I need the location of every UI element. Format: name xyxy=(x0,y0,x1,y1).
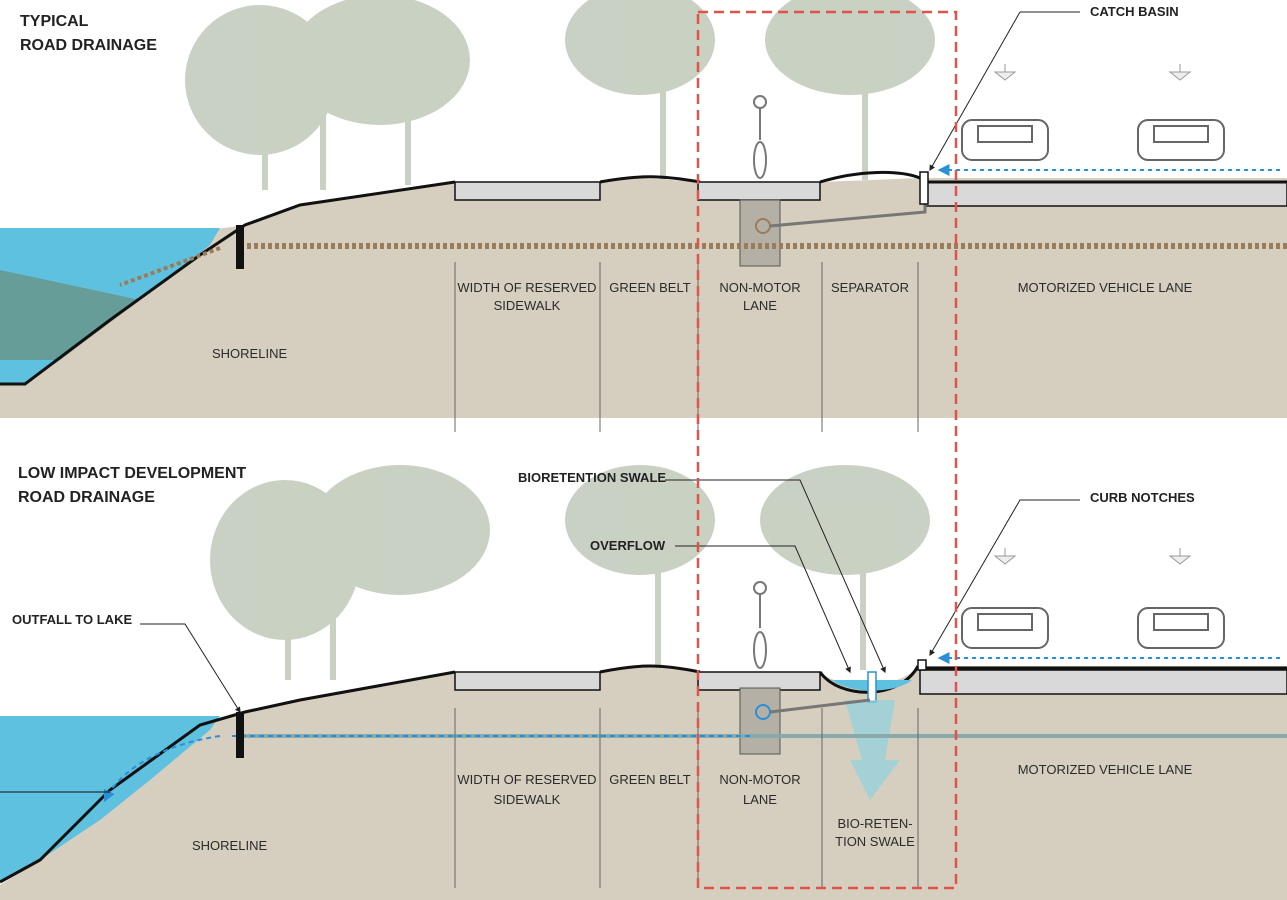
background-trees xyxy=(210,465,930,680)
svg-text:TYPICAL: TYPICAL xyxy=(20,13,89,30)
car-icon xyxy=(961,607,1225,649)
bioretention-swale-callout: BIORETENTION SWALE xyxy=(518,470,666,485)
background-trees xyxy=(185,0,935,190)
motor-lane-label: MOTORIZED VEHICLE LANE xyxy=(1018,762,1193,777)
sidewalk-label-line2: SIDEWALK xyxy=(494,298,561,313)
svg-text:ROAD DRAINAGE: ROAD DRAINAGE xyxy=(20,37,157,54)
svg-text:WIDTH OF RESERVED: WIDTH OF RESERVED xyxy=(457,772,596,787)
typical-title-line1: TYPICAL xyxy=(20,13,89,30)
non-motor-label-line2: LANE xyxy=(743,792,777,807)
sidewalk-label-line1: WIDTH OF RESERVED xyxy=(457,280,596,295)
highlight-box xyxy=(696,10,958,890)
ground-fill xyxy=(0,666,1287,900)
green-belt-label: GREEN BELT xyxy=(609,772,690,787)
ground-fill xyxy=(0,178,1287,418)
non-motor-label-line1: NON-MOTOR xyxy=(719,280,800,295)
non-motor-label-line1: NON-MOTOR xyxy=(719,772,800,787)
bio-swale-label-line1: BIO-RETEN- xyxy=(837,816,912,831)
green-belt-label: GREEN BELT xyxy=(609,280,690,295)
curb-notches-callout: CURB NOTCHES xyxy=(1090,490,1195,505)
cyclist-icon xyxy=(753,581,767,669)
svg-text:LANE: LANE xyxy=(743,298,777,313)
sidewalk-label-line1: WIDTH OF RESERVED xyxy=(457,772,596,787)
shoreline-label: SHORELINE xyxy=(212,346,287,361)
car-icon xyxy=(961,119,1225,161)
svg-text:BIO-RETEN-: BIO-RETEN- xyxy=(837,816,912,831)
separator-label: SEPARATOR xyxy=(831,280,909,295)
overflow-callout: OVERFLOW xyxy=(590,538,666,553)
svg-text:TION SWALE: TION SWALE xyxy=(835,834,915,849)
svg-text:LANE: LANE xyxy=(743,792,777,807)
svg-text:WIDTH OF RESERVED: WIDTH OF RESERVED xyxy=(457,280,596,295)
svg-text:NON-MOTOR: NON-MOTOR xyxy=(719,280,800,295)
catch-basin-callout: CATCH BASIN xyxy=(1090,4,1179,19)
svg-text:SIDEWALK: SIDEWALK xyxy=(494,298,561,313)
bio-swale-label-line2: TION SWALE xyxy=(835,834,915,849)
motor-lane-label: MOTORIZED VEHICLE LANE xyxy=(1018,280,1193,295)
sidewalk-label-line2: SIDEWALK xyxy=(494,792,561,807)
lid-title-line1: LOW IMPACT DEVELOPMENT xyxy=(18,465,246,482)
shoreline-label: SHORELINE xyxy=(192,838,267,853)
svg-text:SIDEWALK: SIDEWALK xyxy=(494,792,561,807)
typical-section xyxy=(0,0,1287,432)
svg-text:NON-MOTOR: NON-MOTOR xyxy=(719,772,800,787)
lid-title-line2: ROAD DRAINAGE xyxy=(18,489,155,506)
svg-text:LOW IMPACT DEVELOPMENT: LOW IMPACT DEVELOPMENT xyxy=(18,465,246,482)
svg-text:ROAD DRAINAGE: ROAD DRAINAGE xyxy=(18,489,155,506)
lid-section xyxy=(0,465,1287,900)
outfall-callout: OUTFALL TO LAKE xyxy=(12,612,132,627)
typical-title-line2: ROAD DRAINAGE xyxy=(20,37,157,54)
non-motor-label-line2: LANE xyxy=(743,298,777,313)
cyclist-icon xyxy=(753,95,767,179)
